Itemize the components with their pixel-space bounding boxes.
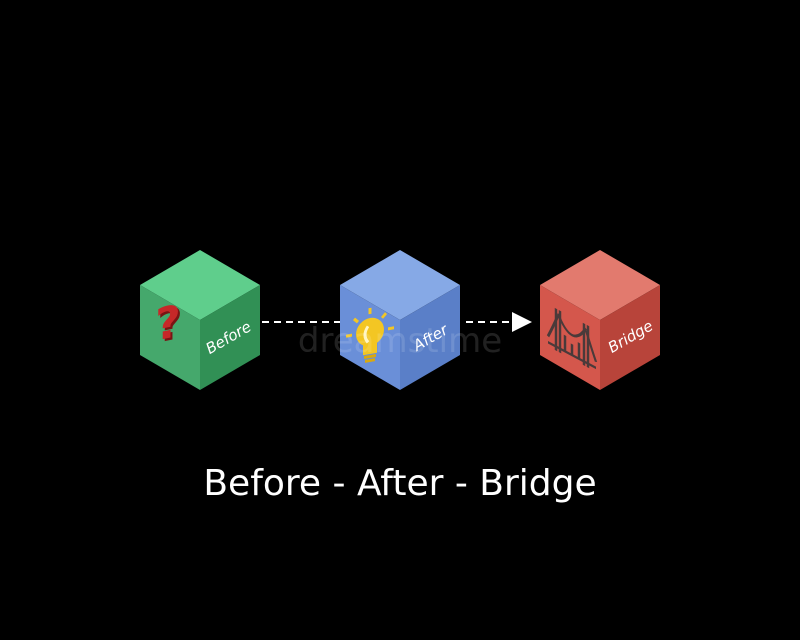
cube-before-right — [200, 285, 260, 390]
watermark: dreamstime — [298, 321, 502, 361]
cube-after: After — [340, 250, 460, 390]
cube-bridge-right — [600, 285, 660, 390]
diagram-title: Before - After - Bridge — [203, 463, 597, 504]
cube-before: ? ? Before — [140, 250, 260, 390]
svg-text:?: ? — [157, 298, 183, 354]
cube-after-right — [400, 285, 460, 390]
cube-before-left — [140, 285, 200, 390]
cube-bridge: Bridge — [540, 250, 660, 390]
svg-text:?: ? — [155, 296, 181, 352]
question-mark-icon: ? ? — [155, 296, 183, 354]
bridge-icon — [546, 307, 598, 370]
lightbulb-icon — [346, 307, 394, 363]
